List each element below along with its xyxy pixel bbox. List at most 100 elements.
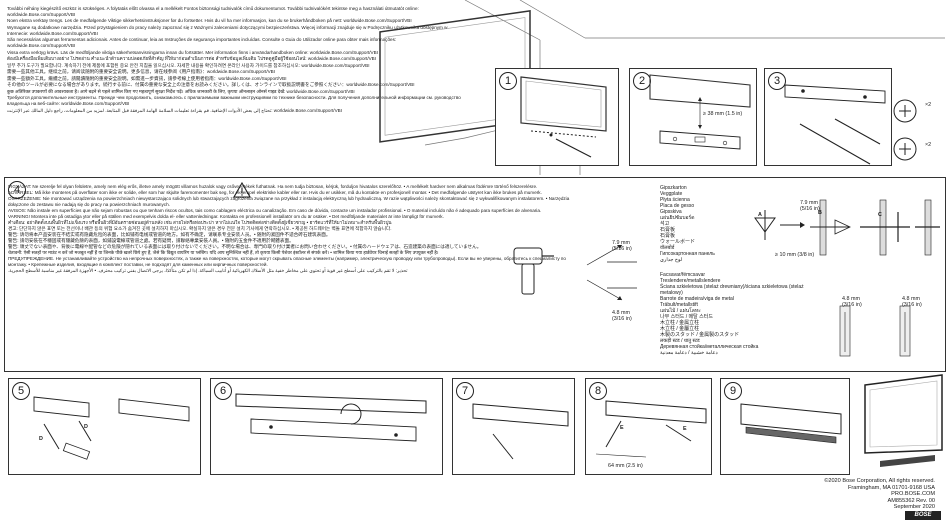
part-d-b: D: [84, 424, 88, 430]
warning-ar: تحذير: لا تقم بالتركيب على أسطح غير قوية…: [8, 267, 408, 273]
part-d-a: D: [39, 436, 43, 442]
anchor-mm: 7.9 mm: [800, 200, 818, 206]
drywall-label: Płyta ścienna: [660, 197, 690, 203]
drill-mm-b: 4.8 mm: [612, 310, 630, 316]
drill-in-b: (3/16 in): [612, 316, 632, 322]
stud-label: 木立柱 / 金屬立柱: [660, 326, 700, 332]
drill-icon: [513, 244, 637, 301]
warning-zh-cn: 警告: 请勿将本产品安装在不结实或有隐藏危险的表面，比如铺有电线或管道的地方。如…: [8, 231, 331, 237]
stud-label: Träbult/metallstift: [660, 302, 698, 308]
doc-rev: AM855362 Rev. 00: [887, 497, 935, 504]
drywall-label: لوح جداري: [660, 257, 683, 263]
step-9-number: 9: [724, 382, 742, 400]
step-8-number: 8: [589, 382, 607, 400]
warning-pt: AVISOS: Não instale em superfícies que n…: [8, 207, 542, 213]
drill-size-stud: 4.8 mm (3/16 in): [612, 310, 632, 322]
step-9-illustration: [740, 403, 842, 444]
anchor-drill-size: 7.9 mm (5/16 in): [800, 200, 820, 212]
step-8-measure: 64 mm (2.5 in): [608, 463, 643, 469]
stud-in-b: (3/16 in): [902, 302, 922, 308]
warning-no: ADVARSEL: Må ikke monteres på overflater…: [8, 190, 542, 196]
stud-mm-b: 4.8 mm: [902, 296, 920, 302]
stud-mm-a: 4.8 mm: [842, 296, 860, 302]
intro-pt: São necessárias algumas ferramentas adic…: [7, 37, 397, 49]
warning-ko: 경고: 단단하지 않은 표면 또는 전선이나 배관 등의 위험 요소가 숨겨진 …: [8, 225, 392, 231]
warning-ja: 警告: 頑丈でない表面や、背後に電線や配管などの危険が隠れている表面には取り付け…: [8, 244, 482, 250]
step-3-qty-b: ×2: [925, 142, 932, 148]
step-5-illustration: [33, 396, 190, 460]
step-7-number: 7: [456, 382, 474, 400]
warning-ru: ПРЕДУПРЕЖДЕНИЕ. Не устанавливайте устрой…: [8, 256, 566, 267]
stud-label: Facsavar/fémcsavar: [660, 272, 706, 278]
stud-label: دعامة خشبية / دعامة معدنية: [660, 350, 718, 356]
anchor-depth: ≥ 10 mm (3/8 in): [775, 252, 815, 258]
step-6-number: 6: [214, 382, 232, 400]
stud-drill-b: 4.8 mm (3/16 in): [902, 296, 922, 308]
website: PRO.BOSE.COM: [891, 491, 935, 498]
step-1-illustration: [520, 76, 607, 158]
room-illustration: [379, 0, 945, 175]
intro-text: További néhány kiegészítő eszköz is szük…: [7, 6, 462, 114]
anchor-in: (5/16 in): [800, 206, 820, 212]
bose-logo-text: BOSE: [914, 512, 932, 518]
warning-zh-tw: 警告: 請勿安裝在不穩固或有隱藏危險的表面，如鋪設電線或管道之處。若有疑問，請聯…: [8, 238, 294, 244]
address: Framingham, MA 01701-9168 USA: [847, 484, 935, 491]
drywall-label: ウォールボード: [660, 239, 696, 245]
warning-triangle-icon: [233, 181, 251, 198]
step-4-panel: 4: [4, 177, 946, 372]
intro-no: Noen ekstra verktøy trengs. Les de medfø…: [7, 18, 412, 24]
doc-date: September 2020: [893, 504, 935, 511]
drywall-labels: Gipszkarton Veggplate Płyta ścienna Plac…: [660, 185, 770, 263]
step-8-illustration: [595, 400, 707, 458]
step-3-illustration: [784, 84, 917, 165]
step-2-measure: ≥ 38 mm (1.5 in): [703, 111, 743, 117]
bose-logo: BOSE: [905, 511, 941, 520]
stud-label: 나무 스터드 / 메탈 스터드: [660, 314, 713, 320]
part-e-b: E: [683, 426, 687, 432]
step-3-panel: 3 ×2 ×2: [764, 68, 931, 166]
step-2-illustration: [649, 74, 751, 150]
step-1-panel: 1: [495, 68, 619, 166]
step-5-number: 5: [12, 382, 30, 400]
drill-size-drywall: 7.9 mm (5/16 in): [612, 240, 632, 252]
intro-zh-tw: 需要一些額外工具。繼續之前，請閱讀隨附的重要安全說明。如需進一步資訊，請參考線上…: [7, 75, 287, 81]
stud-label: 木立柱 / 金属立柱: [660, 320, 700, 326]
intro-ar: worldwide.Bose.com/Support/VBI :تحتاج إل…: [7, 107, 342, 113]
stud-drill-a: 4.8 mm (3/16 in): [842, 296, 862, 308]
intro-pl: Wymagane są dodatkowe narzędzia. Przed p…: [7, 24, 448, 36]
drywall-label: Gipsskiva: [660, 209, 682, 215]
intro-zh-cn: 需要一些其他工具。继续之前，请阅读随附的重要安全说明。更多信息，请在线参阅《用户…: [7, 69, 276, 75]
warning-hi: चेतावनी: ऐसी सतहों पर माउंट न करें जो मज…: [8, 250, 439, 256]
drill-in-a: (5/16 in): [612, 246, 632, 252]
drywall-label: 石膏板: [660, 233, 676, 239]
warning-hu: VIGYÁZAT: Ne szerelje fel olyan felületr…: [8, 184, 538, 189]
step-6-illustration: [235, 393, 427, 442]
step-3-qty-a: ×2: [925, 102, 932, 108]
drywall-label: 石膏板: [660, 227, 676, 233]
intro-hu: További néhány kiegészítő eszköz is szük…: [7, 6, 419, 17]
copyright: ©2020 Bose Corporation, All rights reser…: [824, 478, 935, 484]
step-3-number: 3: [768, 72, 786, 90]
warning-sv: VARNING! Montera inte på ostadiga ytor e…: [8, 213, 444, 219]
stud-label: Barrote de madeira/viga de metal: [660, 296, 734, 302]
stud-labels: Facsavar/fémcsavar Treslendere/metallsle…: [660, 272, 810, 356]
footer: ©2020 Bose Corporation, All rights reser…: [775, 478, 935, 511]
step-2-panel: 2 ≥ 38 mm (1.5 in): [629, 68, 757, 166]
intro-ja: その他のツールが必要になる場合があります。続行する前に、付属の重要な安全上の注意…: [7, 82, 415, 88]
intro-th: ต้องมีเครื่องมือเพิ่มเติมบางอย่าง โปรดอ่…: [7, 56, 377, 62]
toggle-anchor-diagram: [754, 199, 940, 256]
step-4-number: 4: [8, 181, 26, 199]
drywall-label: Placa de gesso: [660, 203, 695, 209]
part-e-a: E: [620, 425, 624, 431]
stud-label: 木製のスタッド / 金属製のスタッド: [660, 332, 740, 338]
stud-label: Деревянная стойка/металлическая стойка: [660, 344, 759, 350]
drywall-label: Veggplate: [660, 191, 683, 197]
intro-hi: कुछ अतिरिक्त उपकरणों की आवश्यकता है। आगे…: [7, 88, 355, 94]
stud-in-a: (3/16 in): [842, 302, 862, 308]
step-5-panel: 5 D D: [8, 378, 201, 475]
drywall-label: Гипсокартонная панель: [660, 251, 715, 257]
warning-text: VIGYÁZAT: Ne szerelje fel olyan felületr…: [8, 184, 583, 274]
drywall-label: वॉलबोर्ड: [660, 245, 675, 251]
intro-sv: Vissa extra verktyg krävs. Läs de medföl…: [7, 49, 378, 55]
drywall-label: แผ่นยิปซัมบอร์ด: [660, 215, 695, 221]
